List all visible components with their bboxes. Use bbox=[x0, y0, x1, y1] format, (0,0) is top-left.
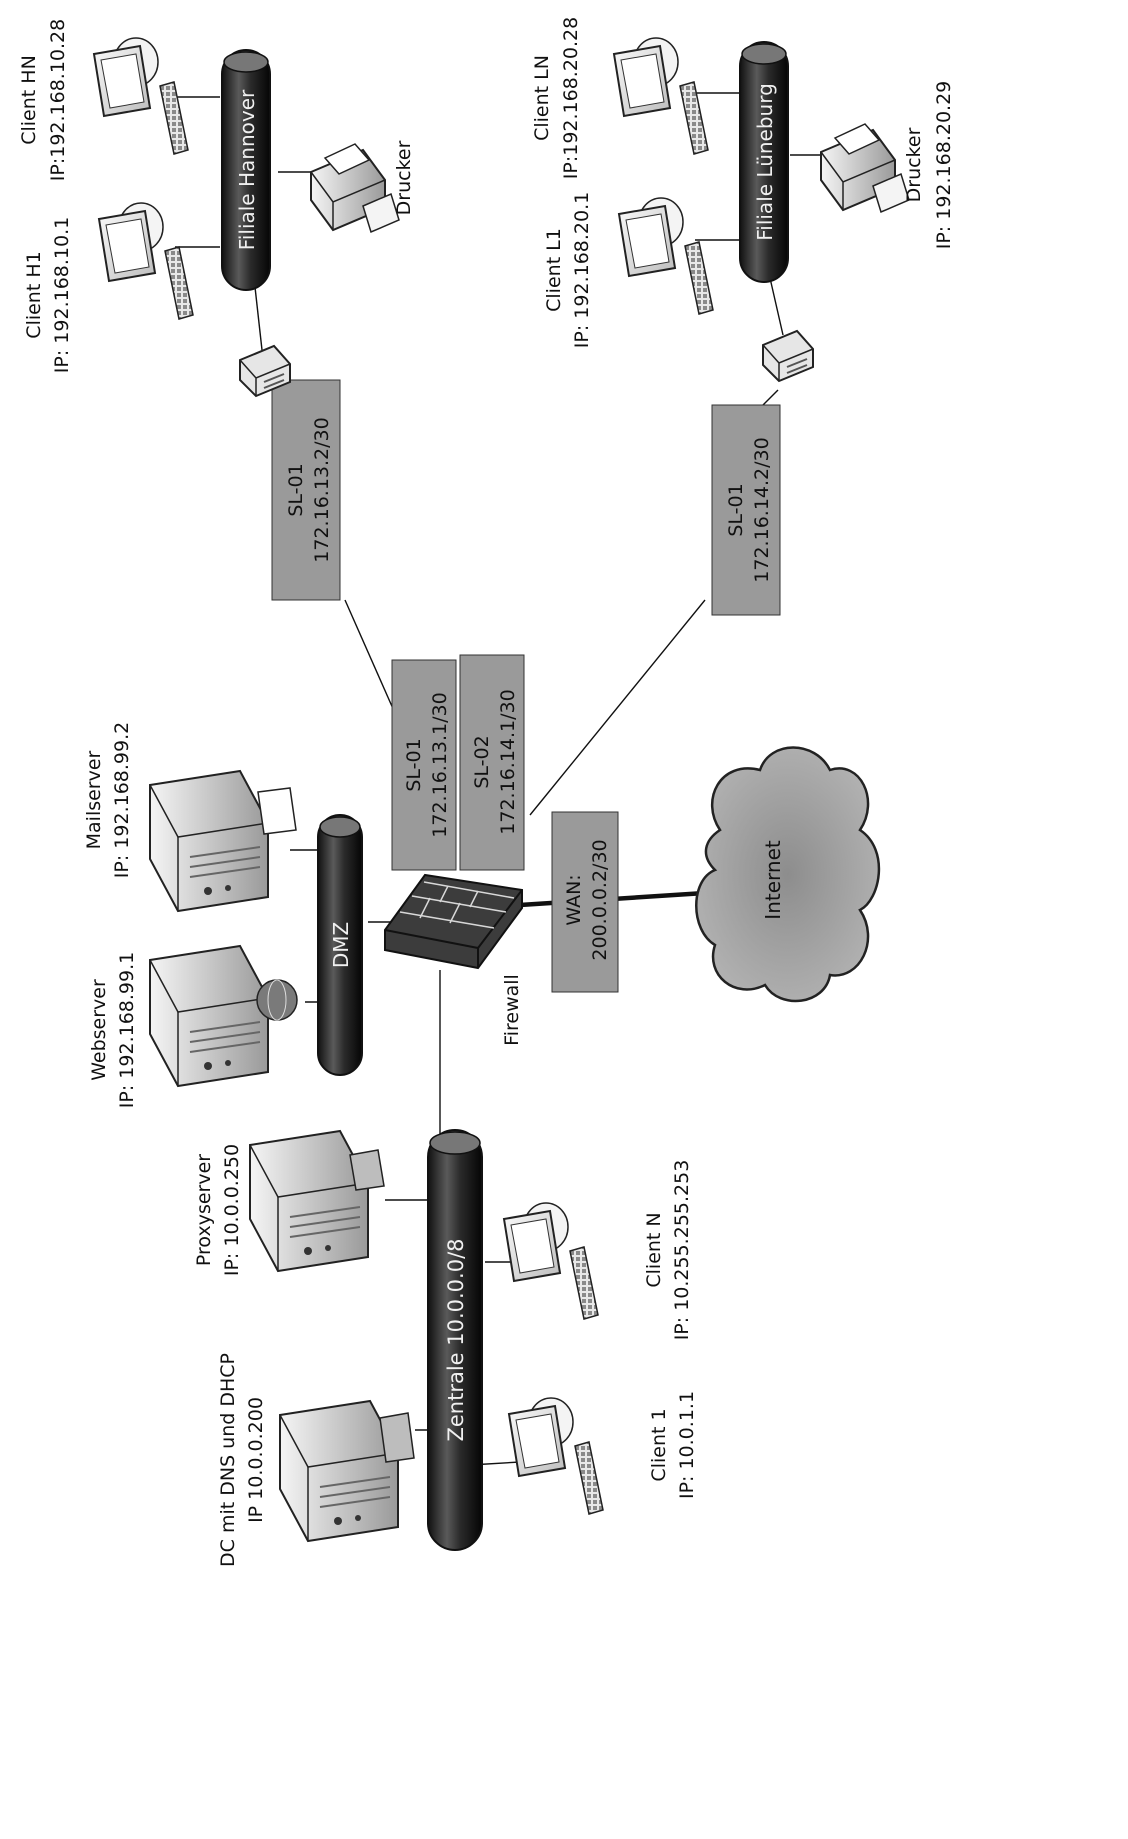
client-l1-name: Client L1 bbox=[543, 228, 565, 312]
segment-dmz: DMZ bbox=[318, 815, 362, 1075]
segment-label-lueneburg: Filiale Lüneburg bbox=[753, 83, 777, 241]
proxyserver-icon bbox=[250, 1131, 368, 1271]
printer-lueneburg-ip: IP: 192.168.20.29 bbox=[933, 81, 955, 250]
mailserver-name: Mailserver bbox=[83, 750, 105, 849]
webserver-ip: IP: 192.168.99.1 bbox=[116, 952, 138, 1108]
dc-ip: IP 10.0.0.200 bbox=[245, 1397, 267, 1523]
firewall-icon bbox=[385, 875, 522, 968]
mailserver-ip: IP: 192.168.99.2 bbox=[111, 722, 133, 878]
webserver-icon bbox=[150, 946, 268, 1086]
internet-cloud-icon: Internet bbox=[696, 748, 879, 1002]
link-name: WAN: bbox=[563, 874, 585, 925]
link-box-wan: WAN: 200.0.0.2/30 bbox=[552, 812, 618, 992]
link-ip: 200.0.0.2/30 bbox=[589, 839, 611, 960]
client-1-name: Client 1 bbox=[648, 1408, 670, 1481]
client-hn-icon bbox=[94, 38, 188, 154]
link-box-sl01-hannover: SL-01 172.16.13.2/30 bbox=[272, 380, 340, 600]
link-ip: 172.16.13.1/30 bbox=[429, 692, 451, 837]
printer-hannover-label: Drucker bbox=[393, 140, 415, 215]
link-name: SL-01 bbox=[285, 463, 307, 516]
client-h1-name: Client H1 bbox=[23, 251, 45, 338]
firewall-label: Firewall bbox=[501, 974, 523, 1046]
printer-lueneburg-icon bbox=[821, 124, 909, 212]
printer-lueneburg-label: Drucker bbox=[903, 127, 925, 202]
link-name: SL-02 bbox=[471, 735, 493, 788]
client-n-name: Client N bbox=[643, 1212, 665, 1287]
client-ln-icon bbox=[614, 38, 708, 154]
link-ip: 172.16.14.2/30 bbox=[751, 437, 773, 582]
link-ip: 172.16.13.2/30 bbox=[311, 417, 333, 562]
client-n-icon bbox=[504, 1203, 598, 1319]
link-ip: 172.16.14.1/30 bbox=[497, 689, 519, 834]
client-hn-name: Client HN bbox=[18, 55, 40, 145]
link-name: SL-01 bbox=[725, 483, 747, 536]
router-lueneburg-icon bbox=[763, 331, 813, 381]
client-ln-name: Client LN bbox=[531, 55, 553, 141]
globe-icon bbox=[257, 980, 297, 1020]
proxyserver-ip: IP: 10.0.0.250 bbox=[221, 1144, 243, 1276]
webserver-name: Webserver bbox=[88, 979, 110, 1081]
mail-envelope-icon bbox=[258, 788, 296, 834]
dc-module-icon bbox=[380, 1413, 414, 1462]
segment-filiale-hannover: Filiale Hannover bbox=[222, 50, 270, 290]
link-box-sl01-lueneburg: SL-01 172.16.14.2/30 bbox=[712, 405, 780, 615]
client-ln-ip: IP:192.168.20.28 bbox=[560, 17, 582, 179]
dc-name: DC mit DNS und DHCP bbox=[217, 1353, 239, 1567]
segment-label-dmz: DMZ bbox=[329, 922, 353, 968]
client-hn-ip: IP:192.168.10.28 bbox=[47, 19, 69, 181]
internet-label: Internet bbox=[761, 840, 785, 920]
client-1-ip: IP: 10.0.1.1 bbox=[676, 1391, 698, 1499]
printer-hannover-icon bbox=[311, 144, 399, 232]
segment-label-hannover: Filiale Hannover bbox=[235, 89, 259, 250]
link-box-sl01-firewall: SL-01 172.16.13.1/30 bbox=[392, 660, 456, 870]
client-1-icon bbox=[509, 1398, 603, 1514]
proxy-module-icon bbox=[350, 1150, 384, 1190]
client-h1-ip: IP: 192.168.10.1 bbox=[51, 217, 73, 373]
client-l1-ip: IP: 192.168.20.1 bbox=[571, 192, 593, 348]
link-box-sl02-firewall: SL-02 172.16.14.1/30 bbox=[460, 655, 524, 870]
link-name: SL-01 bbox=[403, 738, 425, 791]
segment-label-zentrale: Zentrale 10.0.0.0/8 bbox=[444, 1238, 468, 1441]
segment-zentrale: Zentrale 10.0.0.0/8 bbox=[428, 1130, 482, 1550]
segment-filiale-lueneburg: Filiale Lüneburg bbox=[740, 42, 788, 282]
client-l1-icon bbox=[619, 198, 713, 314]
proxyserver-name: Proxyserver bbox=[193, 1154, 215, 1266]
client-h1-icon bbox=[99, 203, 193, 319]
mailserver-icon bbox=[150, 771, 268, 911]
client-n-ip: IP: 10.255.255.253 bbox=[671, 1160, 693, 1341]
